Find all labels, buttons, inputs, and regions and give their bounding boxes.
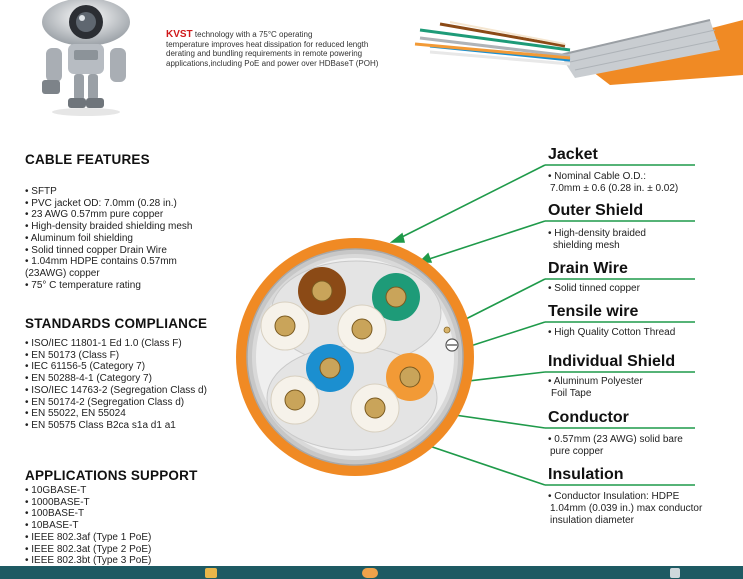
callout-title: Tensile wire bbox=[548, 303, 639, 320]
callout-text: 1.04mm (0.039 in.) max conductor bbox=[550, 503, 703, 514]
callout-outer-shield: Outer Shield • High-density braided shie… bbox=[548, 202, 738, 252]
list-item: • 1.04mm HDPE contains 0.57mm bbox=[25, 256, 177, 268]
list-item: • 100BASE-T bbox=[25, 508, 85, 520]
list-item: • IEEE 802.3bt (Type 3 PoE) bbox=[25, 555, 152, 567]
cable-features-heading: CABLE FEATURES bbox=[25, 152, 150, 167]
callout-text: 7.0mm ± 0.6 (0.28 in. ± 0.02) bbox=[550, 183, 679, 194]
callout-title: Jacket bbox=[548, 146, 598, 163]
callout-text: • Conductor Insulation: HDPE bbox=[548, 491, 680, 502]
list-item: (23AWG) copper bbox=[25, 267, 100, 279]
applications-heading: APPLICATIONS SUPPORT bbox=[25, 468, 198, 483]
list-item: • EN 50174-2 (Segregation Class d) bbox=[25, 396, 185, 408]
list-item: • Solid tinned copper Drain Wire bbox=[25, 244, 167, 256]
robot-mascot-illustration bbox=[42, 0, 130, 116]
callout-title: Outer Shield bbox=[548, 202, 644, 219]
brand-name: KVST bbox=[166, 29, 193, 40]
taskbar-app-icon[interactable] bbox=[670, 568, 680, 578]
list-item: • IEC 61156-5 (Category 7) bbox=[25, 361, 146, 373]
list-item: • 10GBASE-T bbox=[25, 485, 87, 496]
standards-list: • ISO/IEC 11801-1 Ed 1.0 (Class F) • EN … bbox=[25, 338, 245, 432]
standards-heading: STANDARDS COMPLIANCE bbox=[25, 316, 208, 331]
list-item: • 10BASE-T bbox=[25, 520, 79, 532]
list-item: • EN 50173 (Class F) bbox=[25, 349, 120, 361]
intro-text: KVST technology with a 75°C operating te… bbox=[166, 30, 406, 68]
list-item: • 23 AWG 0.57mm pure copper bbox=[25, 209, 164, 221]
list-item: • 75° C temperature rating bbox=[25, 279, 141, 291]
callout-title: Insulation bbox=[548, 466, 624, 483]
applications-list: • 10GBASE-T • 1000BASE-T • 100BASE-T • 1… bbox=[25, 485, 245, 567]
callout-conductor: Conductor • 0.57mm (23 AWG) solid bare p… bbox=[548, 409, 738, 458]
cable-features-list: • SFTP • PVC jacket OD: 7.0mm (0.28 in.)… bbox=[25, 186, 245, 291]
intro-line-2: temperature improves heat dissipation fo… bbox=[166, 39, 369, 49]
list-item: • SFTP bbox=[25, 186, 57, 197]
cable-product-photo bbox=[414, 19, 743, 85]
callout-text: • 0.57mm (23 AWG) solid bare bbox=[548, 434, 683, 445]
list-item: • EN 50575 Class B2ca s1a d1 a1 bbox=[25, 419, 176, 431]
callout-text: • High Quality Cotton Thread bbox=[548, 327, 676, 338]
list-item: • Aluminum foil shielding bbox=[25, 232, 133, 244]
callout-text: insulation diameter bbox=[550, 515, 634, 526]
list-item: • EN 50288-4-1 (Category 7) bbox=[25, 373, 152, 385]
list-item: • IEEE 802.3af (Type 1 PoE) bbox=[25, 531, 152, 543]
intro-line-1: technology with a 75°C operating bbox=[194, 30, 313, 39]
callout-text: • Aluminum Polyester bbox=[548, 376, 643, 387]
intro-line-4: applications,including PoE and power ove… bbox=[166, 58, 379, 68]
callout-individual-shield: Individual Shield • Aluminum Polyester F… bbox=[548, 353, 738, 400]
list-item: • 1000BASE-T bbox=[25, 496, 90, 508]
callout-text: pure copper bbox=[550, 446, 604, 457]
callout-text: • Solid tinned copper bbox=[548, 283, 640, 294]
callout-tensile-wire: Tensile wire • High Quality Cotton Threa… bbox=[548, 303, 738, 339]
callout-title: Drain Wire bbox=[548, 260, 628, 277]
list-item: • IEEE 802.3at (Type 2 PoE) bbox=[25, 543, 152, 555]
list-item: • ISO/IEC 11801-1 Ed 1.0 (Class F) bbox=[25, 338, 182, 349]
taskbar bbox=[0, 566, 743, 579]
list-item: • EN 55022, EN 55024 bbox=[25, 408, 126, 420]
callout-title: Conductor bbox=[548, 409, 629, 426]
list-item: • PVC jacket OD: 7.0mm (0.28 in.) bbox=[25, 197, 177, 209]
callout-text: Foil Tape bbox=[551, 388, 592, 399]
callout-text: • Nominal Cable O.D.: bbox=[548, 171, 646, 182]
callout-drain-wire: Drain Wire • Solid tinned copper bbox=[548, 260, 738, 295]
list-item: • High-density braided shielding mesh bbox=[25, 221, 193, 233]
list-item: • ISO/IEC 14763-2 (Segregation Class d) bbox=[25, 384, 207, 396]
callout-text: shielding mesh bbox=[553, 240, 620, 251]
callout-text: • High-density braided bbox=[548, 228, 646, 239]
callout-title: Individual Shield bbox=[548, 353, 676, 370]
taskbar-app-icon[interactable] bbox=[205, 568, 217, 578]
taskbar-app-icon[interactable] bbox=[362, 568, 378, 578]
callout-jacket: Jacket • Nominal Cable O.D.: 7.0mm ± 0.6… bbox=[548, 146, 738, 195]
callout-insulation: Insulation • Conductor Insulation: HDPE … bbox=[548, 466, 740, 527]
intro-line-3: derating and bundling requirements in re… bbox=[166, 49, 363, 58]
